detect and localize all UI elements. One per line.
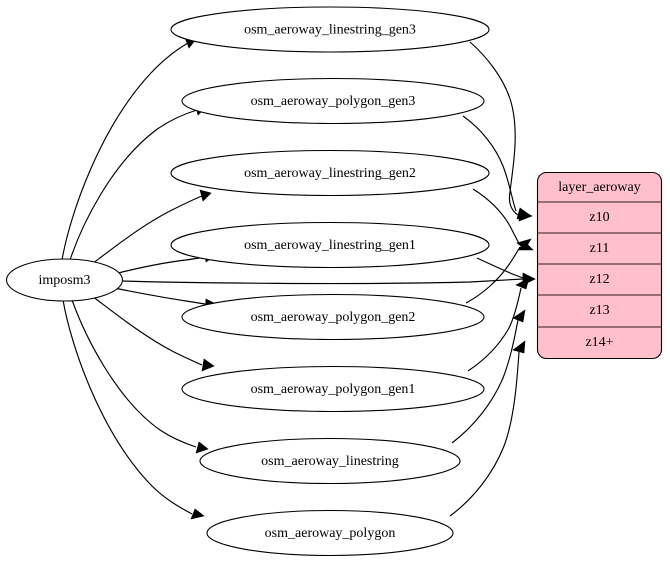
node-osm_aeroway_polygon_gen2[interactable]: osm_aeroway_polygon_gen2 [181, 293, 485, 341]
node-osm_aeroway_linestring_gen1-label: osm_aeroway_linestring_gen1 [244, 238, 416, 253]
node-osm_aeroway_linestring_gen1-shape[interactable] [170, 221, 490, 269]
node-osm_aeroway_linestring_gen2-shape[interactable] [170, 149, 490, 197]
node-osm_aeroway_polygon-label: osm_aeroway_polygon [265, 526, 396, 541]
node-layer_aeroway[interactable]: layer_aeroway z10 z11 z12 z13 z14+ [536, 171, 663, 360]
node-osm_aeroway_linestring_gen2-label: osm_aeroway_linestring_gen2 [244, 166, 416, 181]
edge-imposm3-to-osm_aeroway_polygon_gen1 [91, 295, 215, 372]
edge-osm_aeroway_linestring-to-layer_aeroway-z13 [451, 309, 526, 444]
node-osm_aeroway_polygon_gen3-shape[interactable] [181, 77, 485, 125]
node-osm_aeroway_polygon_gen1[interactable]: osm_aeroway_polygon_gen1 [181, 365, 485, 413]
node-osm_aeroway_linestring[interactable]: osm_aeroway_linestring [199, 437, 461, 485]
node-osm_aeroway_linestring_gen3-shape[interactable] [170, 6, 490, 53]
node-osm_aeroway_linestring_gen3-label: osm_aeroway_linestring_gen3 [244, 23, 416, 38]
edge-osm_aeroway_polygon_gen1-to-layer_aeroway-z12 [467, 277, 530, 372]
edge-imposm3-to-osm_aeroway_polygon [62, 299, 205, 520]
record-row-z14plus[interactable]: z14+ [585, 335, 613, 350]
edge-imposm3-to-osm_aeroway_linestring_gen3 [61, 37, 197, 261]
node-osm_aeroway_linestring_gen3[interactable]: osm_aeroway_linestring_gen3 [170, 6, 490, 53]
record-title-layer_aeroway: layer_aeroway [558, 180, 640, 195]
node-osm_aeroway_polygon_gen2-shape[interactable] [181, 293, 485, 341]
record-row-z12[interactable]: z12 [589, 272, 609, 287]
node-osm_aeroway_linestring-label: osm_aeroway_linestring [261, 454, 399, 469]
edge-osm_aeroway_linestring_gen3-to-layer_aeroway-z10 [469, 41, 533, 222]
record-row-z11[interactable]: z11 [590, 241, 610, 256]
edge-group-tables-to-layer [449, 41, 536, 517]
node-osm_aeroway_polygon_gen2-label: osm_aeroway_polygon_gen2 [251, 310, 416, 325]
node-imposm3-shape[interactable] [5, 258, 124, 302]
node-osm_aeroway_linestring-shape[interactable] [199, 437, 461, 485]
node-imposm3-label: imposm3 [38, 273, 90, 288]
edge-imposm3-to-osm_aeroway_linestring [71, 299, 209, 454]
node-imposm3[interactable]: imposm3 [5, 258, 124, 302]
node-osm_aeroway_polygon-shape[interactable] [206, 509, 454, 557]
edge-osm_aeroway_polygon_gen2-to-layer_aeroway-z11 [465, 238, 532, 304]
node-osm_aeroway_linestring_gen1[interactable]: osm_aeroway_linestring_gen1 [170, 221, 490, 269]
edge-imposm3-to-layer_aeroway-z12 [122, 273, 536, 286]
edge-osm_aeroway_polygon-to-layer_aeroway-z14 [449, 340, 526, 517]
record-row-z13[interactable]: z13 [589, 303, 609, 318]
node-osm_aeroway_linestring_gen2[interactable]: osm_aeroway_linestring_gen2 [170, 149, 490, 197]
edge-imposm3-to-osm_aeroway_linestring_gen2 [91, 189, 212, 265]
node-osm_aeroway_polygon_gen1-shape[interactable] [181, 365, 485, 413]
record-row-z10[interactable]: z10 [589, 210, 609, 225]
node-osm_aeroway_polygon_gen3[interactable]: osm_aeroway_polygon_gen3 [181, 77, 485, 125]
node-osm_aeroway_polygon_gen1-label: osm_aeroway_polygon_gen1 [251, 382, 416, 397]
node-osm_aeroway_polygon[interactable]: osm_aeroway_polygon [206, 509, 454, 557]
node-osm_aeroway_polygon_gen3-label: osm_aeroway_polygon_gen3 [251, 94, 416, 109]
edge-osm_aeroway_polygon_gen3-to-layer_aeroway-z10 [462, 115, 532, 220]
node-layer_aeroway-body[interactable] [536, 171, 663, 360]
